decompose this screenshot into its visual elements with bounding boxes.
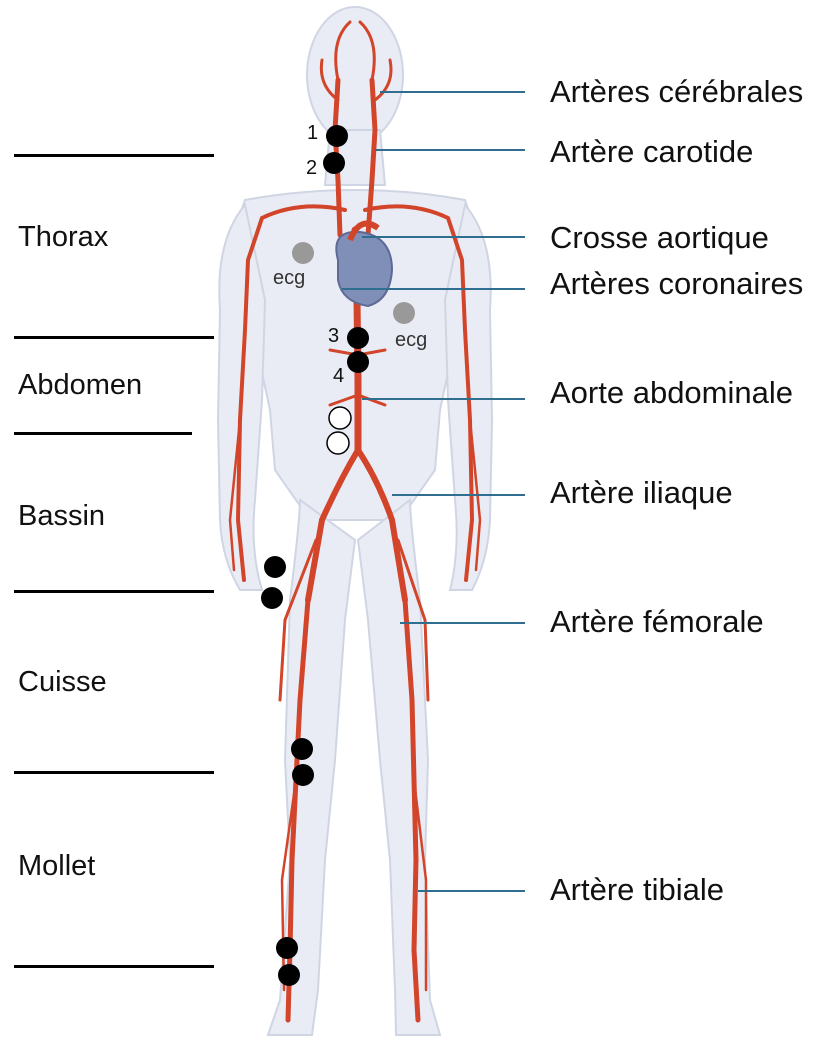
divider-thorax-abdomen <box>14 336 214 339</box>
label-artere-iliaque: Artère iliaque <box>550 477 733 508</box>
label-artere-carotide: Artère carotide <box>550 136 753 167</box>
region-abdomen: Abdomen <box>18 371 142 400</box>
label-artere-femorale: Artère fémorale <box>550 606 764 637</box>
ecg-label-left: ecg <box>395 330 427 350</box>
divider-neck <box>14 154 214 157</box>
sensor-open-2 <box>327 432 349 454</box>
sensor-open-1 <box>329 407 351 429</box>
sensor-thigh-top-2 <box>261 587 283 609</box>
body-silhouette <box>218 7 492 1035</box>
sensor-4 <box>347 351 369 373</box>
label-aorte-abdominale: Aorte abdominale <box>550 377 793 408</box>
label-crosse-aortique: Crosse aortique <box>550 222 769 253</box>
sensor-2 <box>323 152 345 174</box>
sensor-3 <box>347 327 369 349</box>
sensor-thigh-top-1 <box>264 556 286 578</box>
sensor-1 <box>326 125 348 147</box>
ecg-label-right: ecg <box>273 268 305 288</box>
sensor-ankle-1 <box>276 937 298 959</box>
sensor-number-4: 4 <box>333 366 344 386</box>
region-cuisse: Cuisse <box>18 668 107 697</box>
sensor-ankle-2 <box>278 964 300 986</box>
heart-shape <box>336 232 392 306</box>
sensor-ecg-left <box>393 302 415 324</box>
region-bassin: Bassin <box>18 502 105 531</box>
label-arteres-cerebrales: Artères cérébrales <box>550 76 803 107</box>
region-thorax: Thorax <box>18 223 108 252</box>
divider-cuisse-mollet <box>14 771 214 774</box>
divider-ankle <box>14 965 214 968</box>
sensor-number-3: 3 <box>328 326 339 346</box>
label-artere-tibiale: Artère tibiale <box>550 874 724 905</box>
sensor-knee-2 <box>292 764 314 786</box>
divider-bassin-cuisse <box>14 590 214 593</box>
region-mollet: Mollet <box>18 852 95 881</box>
sensor-ecg-right <box>292 242 314 264</box>
label-arteres-coronaires: Artères coronaires <box>550 268 803 299</box>
divider-abdomen-bassin <box>14 432 192 435</box>
sensor-number-2: 2 <box>306 158 317 178</box>
sensor-knee-1 <box>291 738 313 760</box>
sensor-number-1: 1 <box>307 123 318 143</box>
